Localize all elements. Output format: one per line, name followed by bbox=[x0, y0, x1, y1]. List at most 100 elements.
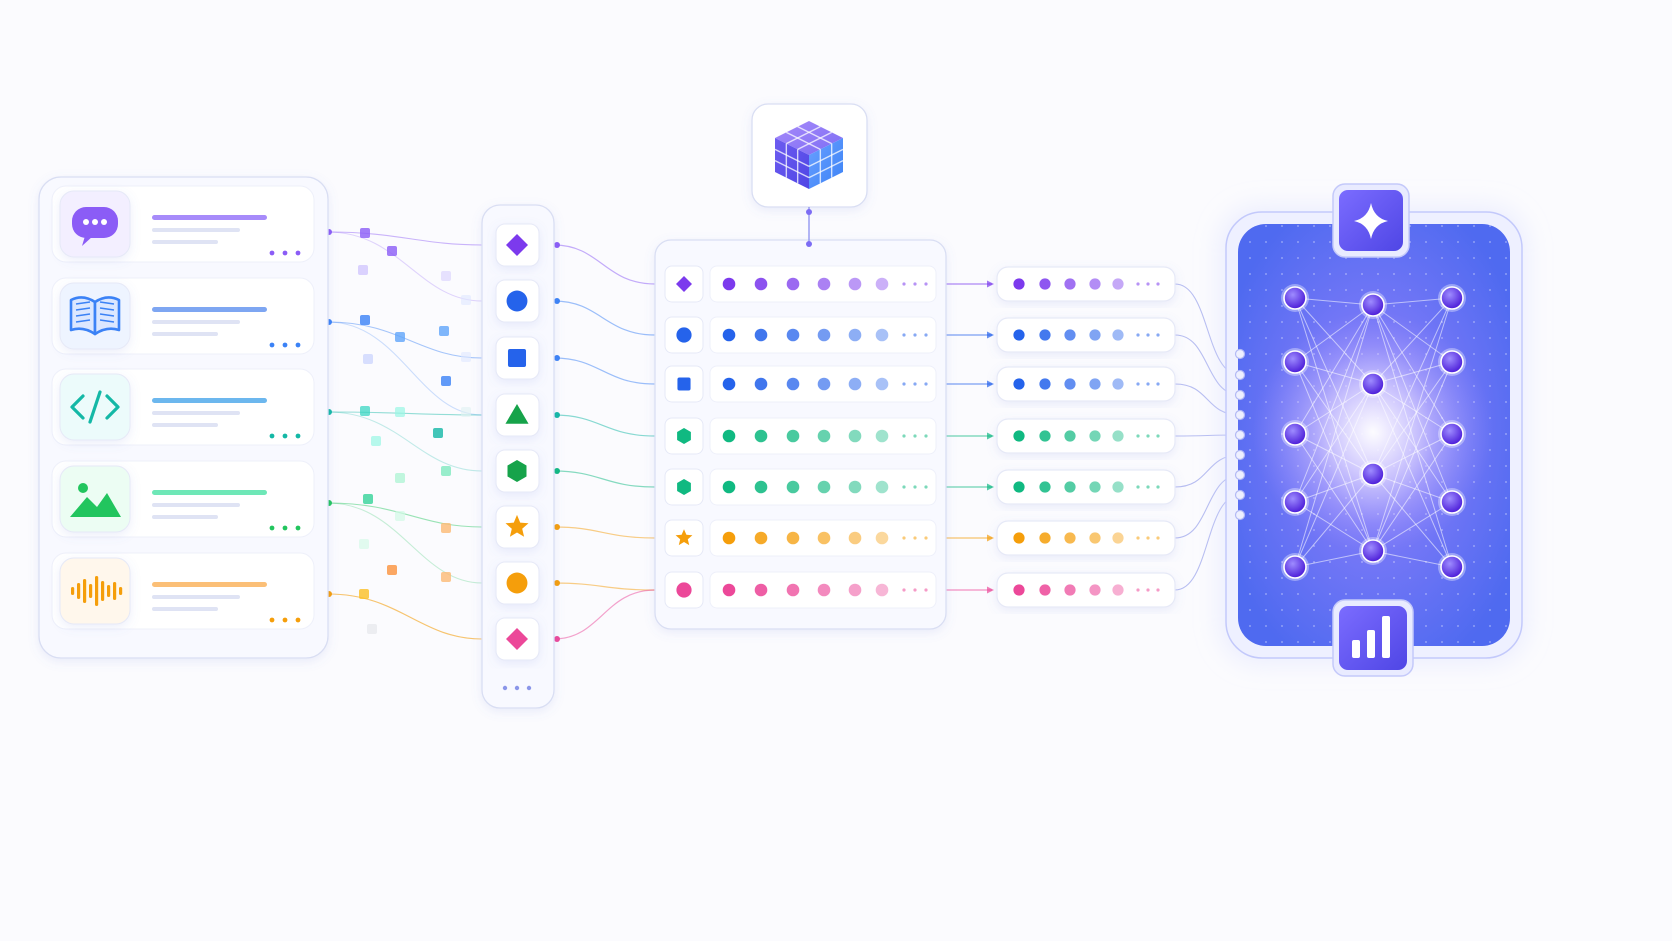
embedding-more-dot bbox=[913, 588, 917, 592]
embedding-value-dot bbox=[754, 531, 768, 545]
embedding-more-dot bbox=[924, 282, 928, 286]
more-dots bbox=[269, 617, 301, 623]
token-link bbox=[553, 357, 656, 385]
embedding-more-dot bbox=[902, 333, 906, 337]
token-square bbox=[461, 352, 471, 362]
output-vector-frame bbox=[996, 520, 1176, 556]
embedding-value-dot bbox=[786, 328, 800, 342]
token-link bbox=[553, 300, 656, 336]
token-square bbox=[395, 332, 405, 342]
token-chip bbox=[495, 393, 540, 437]
star-row-icon bbox=[675, 529, 693, 546]
token-square bbox=[358, 265, 368, 275]
embedding-value-dot bbox=[786, 429, 800, 443]
embedding-more-dot bbox=[924, 434, 928, 438]
network-edge bbox=[1372, 304, 1453, 435]
token-square bbox=[441, 376, 451, 386]
output-value-dot bbox=[1089, 584, 1101, 596]
more-dots bbox=[269, 342, 301, 348]
embedding-value-dot bbox=[754, 277, 768, 291]
source-text-line bbox=[152, 595, 240, 599]
embedding-value-dot bbox=[722, 429, 736, 443]
output-value-dot bbox=[1064, 329, 1076, 341]
token-chip bbox=[495, 223, 540, 267]
source-text-line bbox=[152, 423, 218, 427]
embedding-value-dot bbox=[848, 277, 862, 291]
output-more-dot bbox=[1136, 282, 1140, 286]
output-value-dot bbox=[1013, 584, 1025, 596]
embedding-value-dot bbox=[817, 277, 831, 291]
token-link bbox=[553, 526, 656, 539]
arrow-head bbox=[987, 432, 994, 440]
diamond-token-icon bbox=[506, 234, 528, 256]
circle-token-icon bbox=[506, 290, 528, 312]
network-node bbox=[1361, 462, 1385, 486]
model-input-port bbox=[1234, 348, 1246, 360]
output-vector-row bbox=[996, 266, 1176, 302]
output-value-dot bbox=[1112, 532, 1124, 544]
token-port bbox=[554, 412, 560, 418]
embedding-more-dot bbox=[924, 536, 928, 540]
network-node bbox=[1283, 286, 1307, 310]
more-dots bbox=[269, 433, 301, 439]
embedding-value-dot bbox=[875, 328, 889, 342]
token-square bbox=[441, 523, 451, 533]
network-edge bbox=[1372, 473, 1453, 503]
diamond-token-icon bbox=[506, 628, 528, 650]
token-square bbox=[367, 624, 377, 634]
model-input-port bbox=[1234, 489, 1246, 501]
network-node bbox=[1283, 422, 1307, 446]
embedding-value-dot bbox=[722, 583, 736, 597]
token-column bbox=[481, 204, 555, 709]
source-item bbox=[51, 460, 315, 538]
output-vector-row bbox=[996, 520, 1176, 556]
embedding-more-dot bbox=[924, 382, 928, 386]
token-square bbox=[395, 473, 405, 483]
model-input-port bbox=[1234, 469, 1246, 481]
triangle-token-icon bbox=[505, 404, 529, 424]
token-port bbox=[554, 242, 560, 248]
network-edge bbox=[1372, 361, 1453, 475]
arrow-head bbox=[987, 331, 994, 339]
network-edge bbox=[1294, 297, 1374, 552]
model-input-port bbox=[1234, 449, 1246, 461]
output-value-dot bbox=[1064, 278, 1076, 290]
output-value-dot bbox=[1089, 278, 1101, 290]
network-node bbox=[1440, 286, 1464, 310]
diamond-row-icon bbox=[676, 276, 692, 292]
network-node bbox=[1440, 490, 1464, 514]
model-input-port bbox=[1234, 409, 1246, 421]
source-text-line bbox=[152, 503, 240, 507]
embedding-value-dot bbox=[875, 277, 889, 291]
embedding-value-dot bbox=[848, 531, 862, 545]
embedding-value-dot bbox=[848, 429, 862, 443]
embedding-more-dot bbox=[924, 588, 928, 592]
embedding-more-dot bbox=[913, 333, 917, 337]
output-value-dot bbox=[1112, 584, 1124, 596]
embedding-more-dot bbox=[913, 382, 917, 386]
network-edge bbox=[1372, 304, 1453, 363]
token-port bbox=[554, 468, 560, 474]
output-value-dot bbox=[1112, 481, 1124, 493]
network-edge bbox=[1294, 473, 1374, 503]
embedding-more-dot bbox=[902, 282, 906, 286]
token-square bbox=[441, 572, 451, 582]
output-value-dot bbox=[1013, 430, 1025, 442]
embedding-value-dot bbox=[786, 531, 800, 545]
cube-badge bbox=[751, 103, 868, 247]
token-port bbox=[554, 298, 560, 304]
output-value-dot bbox=[1112, 378, 1124, 390]
output-value-dot bbox=[1064, 430, 1076, 442]
embedding-more-dot bbox=[924, 333, 928, 337]
output-vectors bbox=[996, 266, 1176, 608]
output-vector-frame bbox=[996, 572, 1176, 608]
network-edge bbox=[1372, 297, 1453, 306]
arrow-head bbox=[987, 280, 994, 288]
network-edge bbox=[1372, 383, 1453, 503]
token-chip bbox=[495, 279, 540, 323]
embedding-value-dot bbox=[754, 480, 768, 494]
embedding-value-dot bbox=[754, 328, 768, 342]
output-value-dot bbox=[1089, 481, 1101, 493]
output-vector-frame bbox=[996, 469, 1176, 505]
